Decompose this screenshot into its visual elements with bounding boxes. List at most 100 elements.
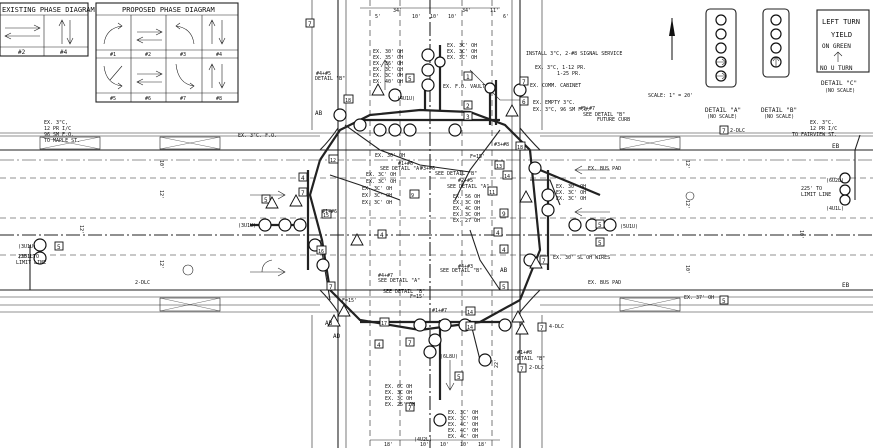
svg-text:2-DLC: 2-DLC — [730, 128, 745, 134]
svg-text:EX. 4C' OH: EX. 4C' OH — [448, 434, 478, 440]
svg-text:12': 12' — [78, 225, 84, 234]
svg-text:EX. 3"C.: EX. 3"C. — [810, 120, 834, 126]
svg-text:EX. 3C' OH: EX. 3C' OH — [362, 200, 392, 206]
svg-text:LEFT TURN: LEFT TURN — [822, 18, 860, 26]
svg-text:EX. 3C' OH: EX. 3C' OH — [447, 43, 477, 49]
detail-a: DETAIL "A" (NO SCALE) — [705, 8, 741, 120]
arrow-right-icon — [716, 58, 727, 66]
svg-text:AB: AB — [325, 320, 333, 327]
bottom-dimensions: 18' 10' 10' 10' 18' — [370, 439, 500, 448]
svg-text:12': 12' — [684, 200, 690, 209]
cable-list-north: EX. 30' OH EX. 35' OH EX. 36' OH EX. 3C'… — [373, 43, 477, 85]
svg-text:18: 18 — [517, 145, 523, 151]
svg-text:10': 10' — [460, 442, 469, 448]
svg-text:YIELD: YIELD — [831, 31, 852, 39]
svg-text:6': 6' — [503, 14, 509, 20]
svg-text:4: 4 — [496, 230, 500, 237]
svg-text:9: 9 — [502, 211, 506, 218]
svg-text:EX. 3C' OH: EX. 3C' OH — [373, 67, 403, 73]
proposed-phase-3: #3 — [180, 52, 186, 58]
svg-text:EX. BUS PAD: EX. BUS PAD — [588, 166, 621, 172]
signal-heads — [33, 48, 851, 427]
svg-text:LIMIT LINE: LIMIT LINE — [801, 192, 831, 198]
svg-text:(6U2L): (6U2L) — [826, 178, 844, 184]
svg-text:(NO SCALE): (NO SCALE) — [825, 88, 855, 94]
svg-text:SEE DETAIL "B": SEE DETAIL "B" — [435, 171, 477, 177]
svg-text:SEE DETAIL "A": SEE DETAIL "A" — [380, 166, 422, 172]
svg-text:7: 7 — [329, 284, 333, 291]
svg-text:EX. 3C' OH: EX. 3C' OH — [556, 196, 586, 202]
phase-arrow-icon — [58, 19, 74, 45]
svg-text:AB: AB — [500, 267, 508, 274]
svg-text:12 PR I/C: 12 PR I/C — [44, 126, 71, 132]
existing-phase-title: EXISTING PHASE DIAGRAM — [2, 6, 95, 14]
detail-b: DETAIL "B" (NO SCALE) — [761, 8, 797, 120]
svg-text:18: 18 — [345, 98, 351, 104]
svg-text:EX. EMPTY 3"C.: EX. EMPTY 3"C. — [533, 100, 575, 106]
svg-text:(3U1U): (3U1U) — [18, 244, 36, 250]
svg-text:11: 11 — [489, 190, 495, 196]
svg-text:10': 10' — [440, 442, 449, 448]
svg-text:EX. 3C OH: EX. 3C OH — [385, 396, 412, 402]
svg-text:4: 4 — [502, 247, 506, 254]
svg-text:5: 5 — [722, 298, 726, 305]
svg-text:18': 18' — [384, 442, 393, 448]
svg-text:EX. 3"C, 1-12 PR.: EX. 3"C, 1-12 PR. — [535, 65, 586, 71]
existing-phase-2: #2 — [18, 49, 26, 56]
svg-text:EX. 3"C, 96 SM F.O.: EX. 3"C, 96 SM F.O. — [533, 107, 590, 113]
svg-text:EX. 27 OH: EX. 27 OH — [453, 218, 480, 224]
svg-text:5: 5 — [457, 374, 461, 381]
svg-text:SEE DETAIL "B": SEE DETAIL "B" — [583, 112, 625, 118]
svg-text:11': 11' — [490, 8, 499, 14]
svg-text:#1+#8: #1+#8 — [517, 350, 532, 356]
svg-text:16: 16 — [318, 249, 324, 255]
svg-text:EX. 3C' OH: EX. 3C' OH — [366, 179, 396, 185]
svg-text:AD: AD — [333, 333, 341, 340]
svg-text:TO FAIRVIEW ST.: TO FAIRVIEW ST. — [792, 132, 837, 138]
top-dimensions: 5' 34' 10' 10' 10' 34' 11' 6' — [360, 7, 509, 20]
svg-text:#4+#3: #4+#3 — [458, 264, 473, 270]
svg-text:EX. BUS PAD: EX. BUS PAD — [588, 280, 621, 286]
svg-text:#1+#6: #1+#6 — [322, 209, 337, 215]
svg-text:#4+#5: #4+#5 — [316, 71, 331, 77]
svg-text:#5+#7: #5+#7 — [580, 106, 595, 112]
svg-text:18': 18' — [478, 442, 487, 448]
svg-text:DETAIL "B": DETAIL "B" — [515, 356, 545, 362]
svg-text:EX. 35' OH: EX. 35' OH — [373, 55, 403, 61]
svg-text:EX. 3"C. F.O.: EX. 3"C. F.O. — [238, 133, 277, 139]
svg-text:96 SM F.O.: 96 SM F.O. — [44, 132, 74, 138]
svg-text:#1+#6: #1+#6 — [398, 161, 413, 167]
cable-list-center: EX. 56 OH EX. 3C OH EX. 4C OH EX. 3C OH … — [453, 194, 480, 224]
svg-text:EX. 6C OH: EX. 6C OH — [385, 384, 412, 390]
proposed-phase-1: #1 — [110, 52, 116, 58]
cable-list-east: EX. 30' OH EX. 3C' OH EX. 3C' OH — [556, 184, 586, 202]
conduit-runs — [29, 45, 861, 400]
arrow-right-icon — [716, 72, 727, 80]
svg-text:12': 12' — [158, 260, 164, 269]
svg-text:EB: EB — [842, 282, 850, 289]
svg-text:10': 10' — [420, 442, 429, 448]
north-arrow-icon — [669, 18, 675, 60]
triangle-markers — [265, 83, 543, 335]
reference-numbers: 7 1 2 3 7 6 5 18 18 13 14 11 12 4 7 5 15… — [54, 18, 729, 412]
arrow-up-icon — [772, 56, 780, 67]
proposed-phase-table: PROPOSED PHASE DIAGRAM #1 #2 #3 #4 #5 #6… — [95, 2, 239, 103]
svg-text:SEE DETAIL "A": SEE DETAIL "A" — [447, 184, 489, 190]
svg-text:3: 3 — [466, 114, 470, 121]
svg-text:EX. 3C' OH: EX. 3C' OH — [366, 172, 396, 178]
svg-text:AB: AB — [315, 110, 323, 117]
svg-text:5: 5 — [598, 222, 602, 229]
svg-text:4-DLC: 4-DLC — [549, 324, 564, 330]
svg-text:(5U1U): (5U1U) — [620, 224, 638, 230]
svg-text:EX. 3C OH: EX. 3C OH — [453, 212, 480, 218]
svg-text:F=15': F=15' — [470, 154, 485, 160]
scale-note: SCALE: 1" = 20' — [648, 93, 693, 99]
svg-text:EX. 3C' OH: EX. 3C' OH — [373, 73, 403, 79]
svg-text:1-25 PR.: 1-25 PR. — [557, 71, 581, 77]
svg-text:7: 7 — [408, 340, 412, 347]
svg-text:LIMIT LINE: LIMIT LINE — [16, 260, 46, 266]
lane-arrow-icon — [380, 59, 390, 90]
svg-text:6: 6 — [522, 99, 526, 106]
